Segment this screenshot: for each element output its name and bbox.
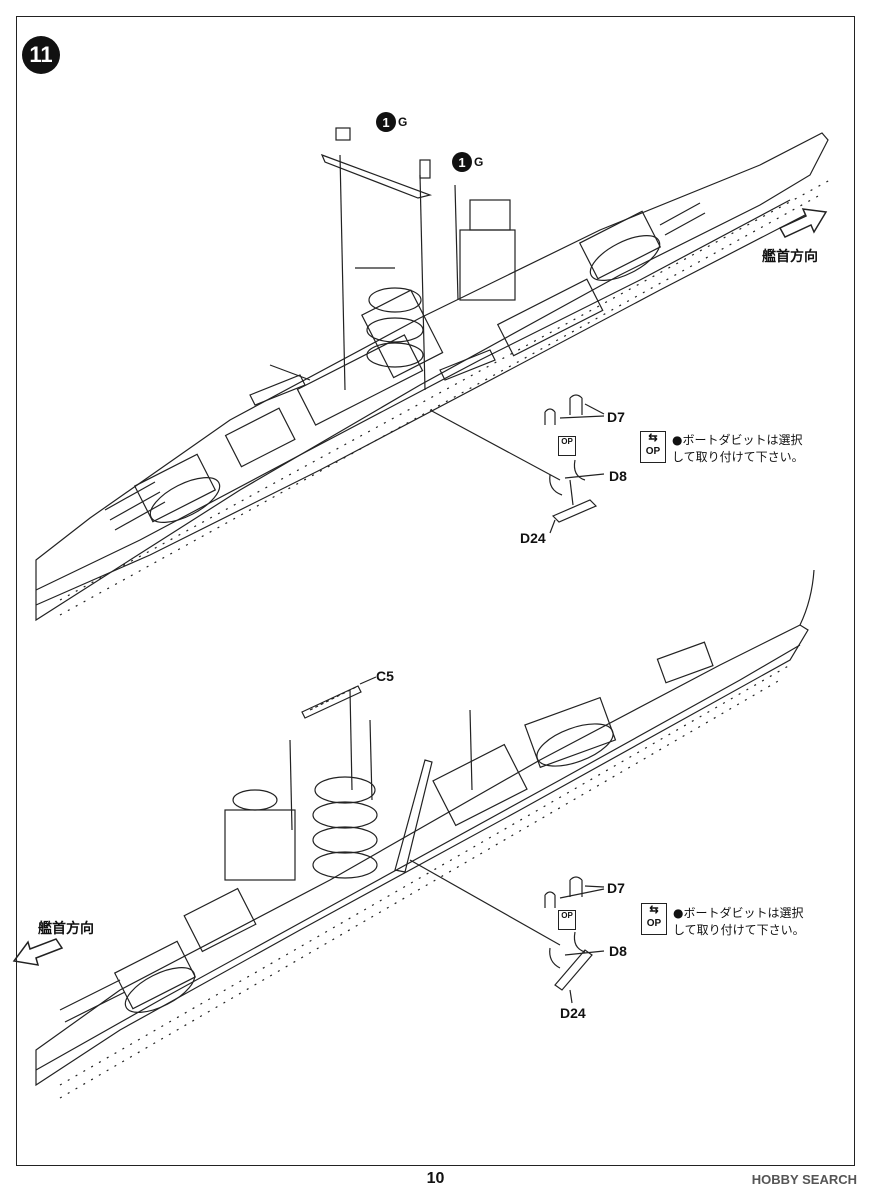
top-direction-label: 艦首方向 <box>762 249 818 265</box>
note-line-2: して取り付けて下さい。 <box>672 450 804 464</box>
bottom-option-icon: ⇆ OP <box>641 903 667 935</box>
bottom-part-c5: C5 <box>376 668 394 684</box>
top-op-icon-small: OP <box>558 436 576 456</box>
bottom-option-note: ●ボートダビットは選択 して取り付けて下さい。 <box>673 905 805 939</box>
op-label: OP <box>561 437 573 446</box>
top-direction-arrow <box>778 208 828 238</box>
top-part-d7: D7 <box>607 409 625 425</box>
op-label: OP <box>646 918 662 929</box>
top-ship-hull <box>35 127 831 622</box>
top-option-note: ●ボートダビットは選択 して取り付けて下さい。 <box>672 432 804 466</box>
note-line-2: して取り付けて下さい。 <box>673 923 805 937</box>
callout-1g-lower: 1 G <box>452 152 483 172</box>
page-number: 10 <box>426 1170 445 1187</box>
callout-part: G <box>474 155 484 169</box>
bottom-op-icon-small: OP <box>558 910 576 930</box>
step-number: 11 <box>29 42 53 67</box>
callout-number: 1 <box>452 152 472 172</box>
note-line-1: ●ボートダビットは選択 <box>673 906 804 920</box>
callout-number: 1 <box>376 112 396 132</box>
bottom-part-d24: D24 <box>560 1005 586 1021</box>
bottom-part-d7: D7 <box>607 880 625 896</box>
bottom-part-d8: D8 <box>609 943 627 959</box>
bottom-ship-hull <box>35 569 815 1099</box>
page-frame <box>16 16 855 1166</box>
bottom-direction-label: 艦首方向 <box>38 921 94 937</box>
option-arrow-icon: ⇆ <box>649 904 659 916</box>
op-label: OP <box>561 911 573 920</box>
top-option-icon: ⇆ OP <box>640 431 666 463</box>
callout-1g-upper: 1 G <box>376 112 407 132</box>
note-line-1: ●ボートダビットは選択 <box>672 433 803 447</box>
watermark-logo: HOBBY SEARCH <box>751 1172 857 1187</box>
option-arrow-icon: ⇆ <box>648 432 658 444</box>
callout-part: G <box>398 115 408 129</box>
top-part-d8: D8 <box>609 468 627 484</box>
op-label: OP <box>645 446 661 457</box>
bottom-direction-arrow <box>12 938 64 966</box>
step-number-badge: 11 <box>22 36 60 74</box>
top-part-d24: D24 <box>520 530 546 546</box>
